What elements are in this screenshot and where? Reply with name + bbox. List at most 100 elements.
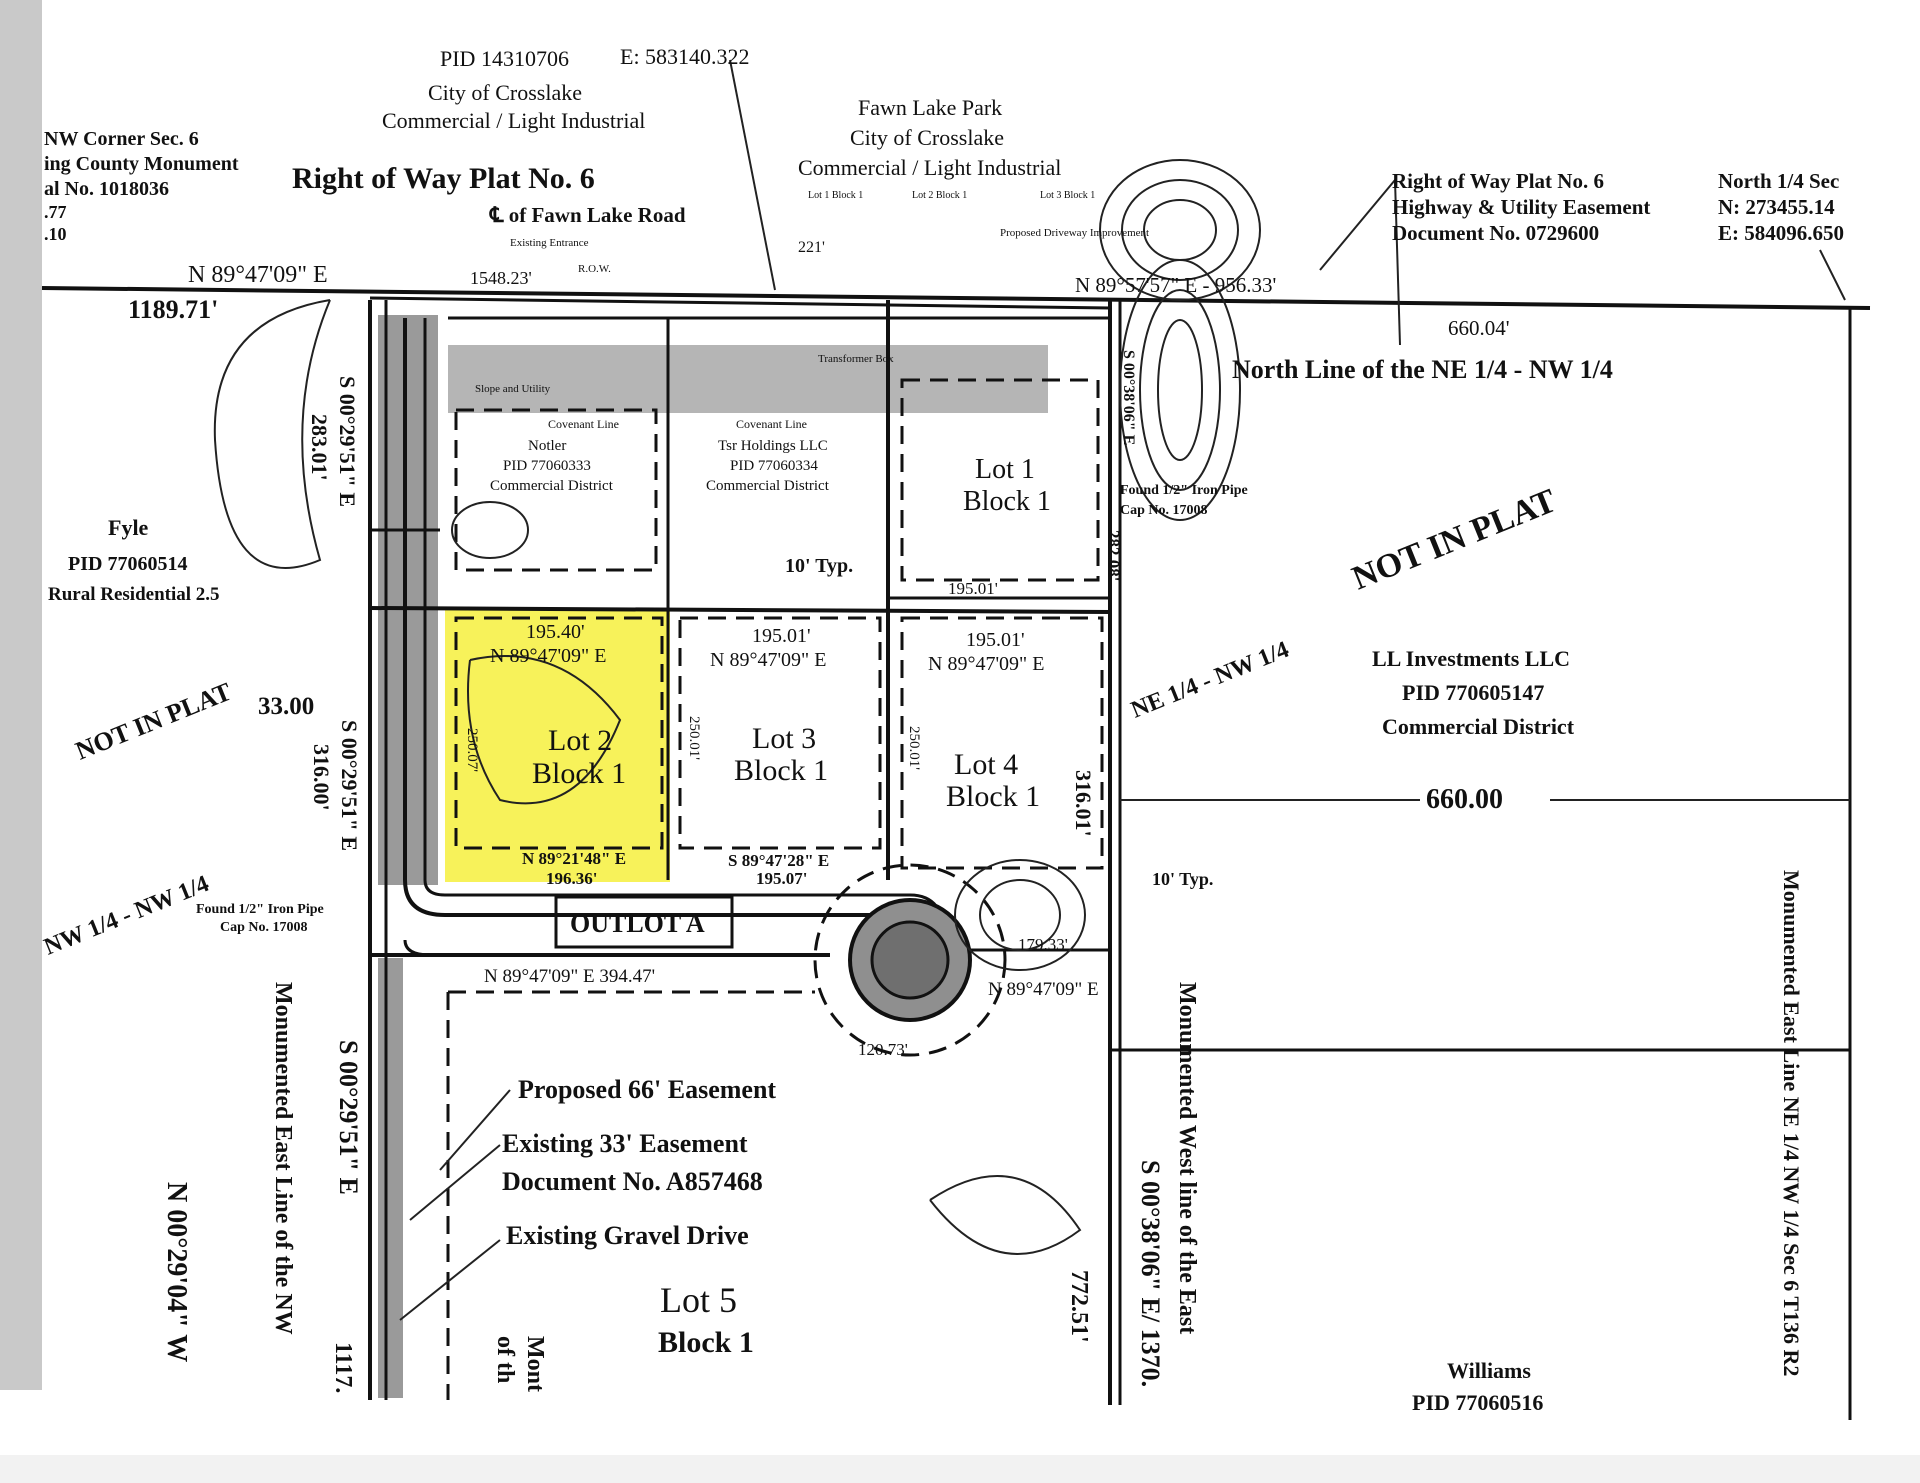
lot3-bearing-top: N 89°47'09" E bbox=[710, 649, 826, 671]
found-pipe-left-2: Cap No. 17008 bbox=[220, 920, 308, 935]
contour-9 bbox=[451, 501, 529, 559]
lot4-bearing-top: N 89°47'09" E bbox=[928, 653, 1044, 675]
cul-de-sac-dash bbox=[813, 863, 1007, 1057]
contour-2 bbox=[1121, 179, 1239, 281]
gravel-drive: Existing Gravel Drive bbox=[506, 1221, 749, 1250]
dist-660-top: 660.04' bbox=[1448, 316, 1510, 340]
dist-north-mid: 1548.23' bbox=[470, 268, 532, 288]
lot5-block: Block 1 bbox=[658, 1326, 754, 1359]
row-plat-line bbox=[369, 296, 1111, 310]
tsr-pid: PID 77060334 bbox=[730, 458, 818, 474]
notler-zone: Commercial District bbox=[490, 478, 614, 494]
north-quarter-3: E: 584096.650 bbox=[1718, 221, 1844, 245]
road-strip-west bbox=[378, 315, 438, 885]
contour-8 bbox=[979, 879, 1061, 951]
dist-1117: 1117. bbox=[330, 1342, 356, 1393]
proposed-driveway: Proposed Driveway Improvement bbox=[1000, 227, 1149, 239]
bearing-north-right: N 89°57'57" E - 956.33' bbox=[1075, 273, 1276, 297]
crosslake-left-zone: Commercial / Light Industrial bbox=[382, 108, 645, 133]
leader-e-top bbox=[729, 59, 776, 291]
lot4-label: Lot 4 bbox=[954, 748, 1018, 781]
tsr-name: Tsr Holdings LLC bbox=[718, 438, 828, 454]
lot3-dim-bottom: 195.07' bbox=[756, 869, 807, 888]
nw-corner-2: ing County Monument bbox=[44, 153, 239, 175]
leader-row-right-1 bbox=[1319, 179, 1396, 271]
wetland-lot2 bbox=[467, 655, 622, 805]
cul-bearing: N 89°47'09" E 394.47' bbox=[484, 966, 655, 987]
dist-179: 179.33' bbox=[1018, 935, 1068, 954]
dist-195-lot1: 195.01' bbox=[948, 579, 998, 598]
e-top: E: 583140.322 bbox=[620, 44, 750, 69]
setback-lot3 bbox=[678, 616, 882, 850]
existing-entrance: Existing Entrance bbox=[510, 237, 589, 249]
fawn-zone: Commercial / Light Industrial bbox=[798, 155, 1061, 180]
dist-221: 221' bbox=[798, 239, 825, 256]
contour-3 bbox=[1143, 199, 1217, 261]
found-pipe-right-2: Cap No. 17008 bbox=[1120, 503, 1208, 518]
lot1-block: Block 1 bbox=[963, 486, 1051, 517]
williams-name: Williams bbox=[1447, 1358, 1531, 1383]
bearing-s038: S 00°38'06" E/ 1370. bbox=[1136, 1160, 1165, 1387]
lot5-label: Lot 5 bbox=[660, 1280, 737, 1320]
s-bearing-right: S 00°38'06" E bbox=[1120, 350, 1137, 445]
nw-corner-1: NW Corner Sec. 6 bbox=[44, 128, 199, 150]
not-in-plat-left: NOT IN PLAT bbox=[71, 677, 235, 766]
ll-pid: PID 770605147 bbox=[1402, 680, 1544, 705]
setback-lot4 bbox=[900, 616, 1104, 870]
n-bearing-far-left: N 00°29'04" W bbox=[161, 1182, 192, 1362]
notler-name: Notler bbox=[528, 438, 566, 454]
williams-pid: PID 77060516 bbox=[1412, 1390, 1543, 1415]
lot2-dim-top: 195.40' bbox=[526, 621, 585, 643]
ne-nw-right: NE 1/4 - NW 1/4 bbox=[1128, 637, 1293, 724]
lot2-dim-bottom: 196.36' bbox=[546, 869, 597, 888]
outlot-box bbox=[554, 895, 734, 949]
contour-4 bbox=[1119, 259, 1241, 521]
row-plat-right-1: Right of Way Plat No. 6 bbox=[1392, 169, 1604, 193]
cul-right: N 89°47'09" E bbox=[988, 979, 1099, 1000]
leader-existing-easement bbox=[409, 1144, 501, 1221]
dist-120: 120.73' bbox=[858, 1040, 908, 1059]
bearing-west-1: S 00°29'51" E bbox=[335, 376, 360, 507]
nw-nw-left: NW 1/4 - NW 1/4 bbox=[41, 871, 213, 961]
contour-7 bbox=[954, 859, 1086, 971]
lot2-label[interactable]: Lot 2 bbox=[548, 724, 612, 757]
dist-316-01: 316.01' bbox=[1071, 770, 1096, 837]
not-in-plat-right: NOT IN PLAT bbox=[1347, 482, 1561, 597]
row-small: R.O.W. bbox=[578, 263, 611, 275]
dist-316-00: 316.00' bbox=[309, 744, 334, 811]
block-divider-horizontal bbox=[369, 606, 1111, 614]
mon-west-east: Monumented West line of the East bbox=[1174, 982, 1200, 1334]
lot3-dim-top: 195.01' bbox=[752, 625, 811, 647]
scan-edge-bottom bbox=[0, 1455, 1920, 1483]
ten-typ-2: 10' Typ. bbox=[1152, 869, 1213, 889]
cul-de-sac-inner bbox=[870, 920, 950, 1000]
slope-label: Slope and Utility bbox=[475, 383, 551, 395]
notler-pid: PID 77060333 bbox=[503, 458, 591, 474]
contour-6 bbox=[1157, 319, 1203, 461]
lot3-label: Lot 3 bbox=[752, 722, 816, 755]
north-quarter-2: N: 273455.14 bbox=[1718, 195, 1835, 219]
lot2-side: 250.07' bbox=[464, 728, 480, 772]
dist-33: 33.00 bbox=[258, 693, 314, 720]
leader-gravel-drive bbox=[399, 1239, 501, 1321]
bearing-west-3: S 00°29'51" E bbox=[334, 1040, 363, 1195]
lot4-dim-top: 195.01' bbox=[966, 629, 1025, 651]
leader-proposed-easement bbox=[439, 1089, 511, 1171]
leader-row-right-2 bbox=[1394, 179, 1401, 346]
lot2-block: Block 1 bbox=[532, 757, 626, 790]
tsr-zone: Commercial District bbox=[706, 478, 830, 494]
found-pipe-left-1: Found 1/2" Iron Pipe bbox=[196, 902, 324, 917]
found-pipe-right-1: Found 1/2" Iron Pipe bbox=[1120, 483, 1248, 498]
ten-typ-1: 10' Typ. bbox=[785, 555, 853, 577]
covenant-1: Covenant Line bbox=[548, 417, 619, 431]
mont-2: of th bbox=[492, 1336, 518, 1383]
setback-notler bbox=[454, 408, 658, 572]
covenant-2: Covenant Line bbox=[736, 417, 807, 431]
fyle-zone: Rural Residential 2.5 bbox=[48, 584, 220, 605]
mon-east-ne: Monumented East Line NE 1/4 NW 1/4 Sec 6… bbox=[1779, 870, 1804, 1376]
lot2-highlight[interactable] bbox=[445, 610, 670, 882]
mont-1: Mont bbox=[522, 1336, 548, 1392]
fyle-pid: PID 77060514 bbox=[68, 553, 187, 575]
scan-edge-left bbox=[0, 0, 42, 1390]
fawn-road: ℄ of Fawn Lake Road bbox=[489, 203, 686, 227]
